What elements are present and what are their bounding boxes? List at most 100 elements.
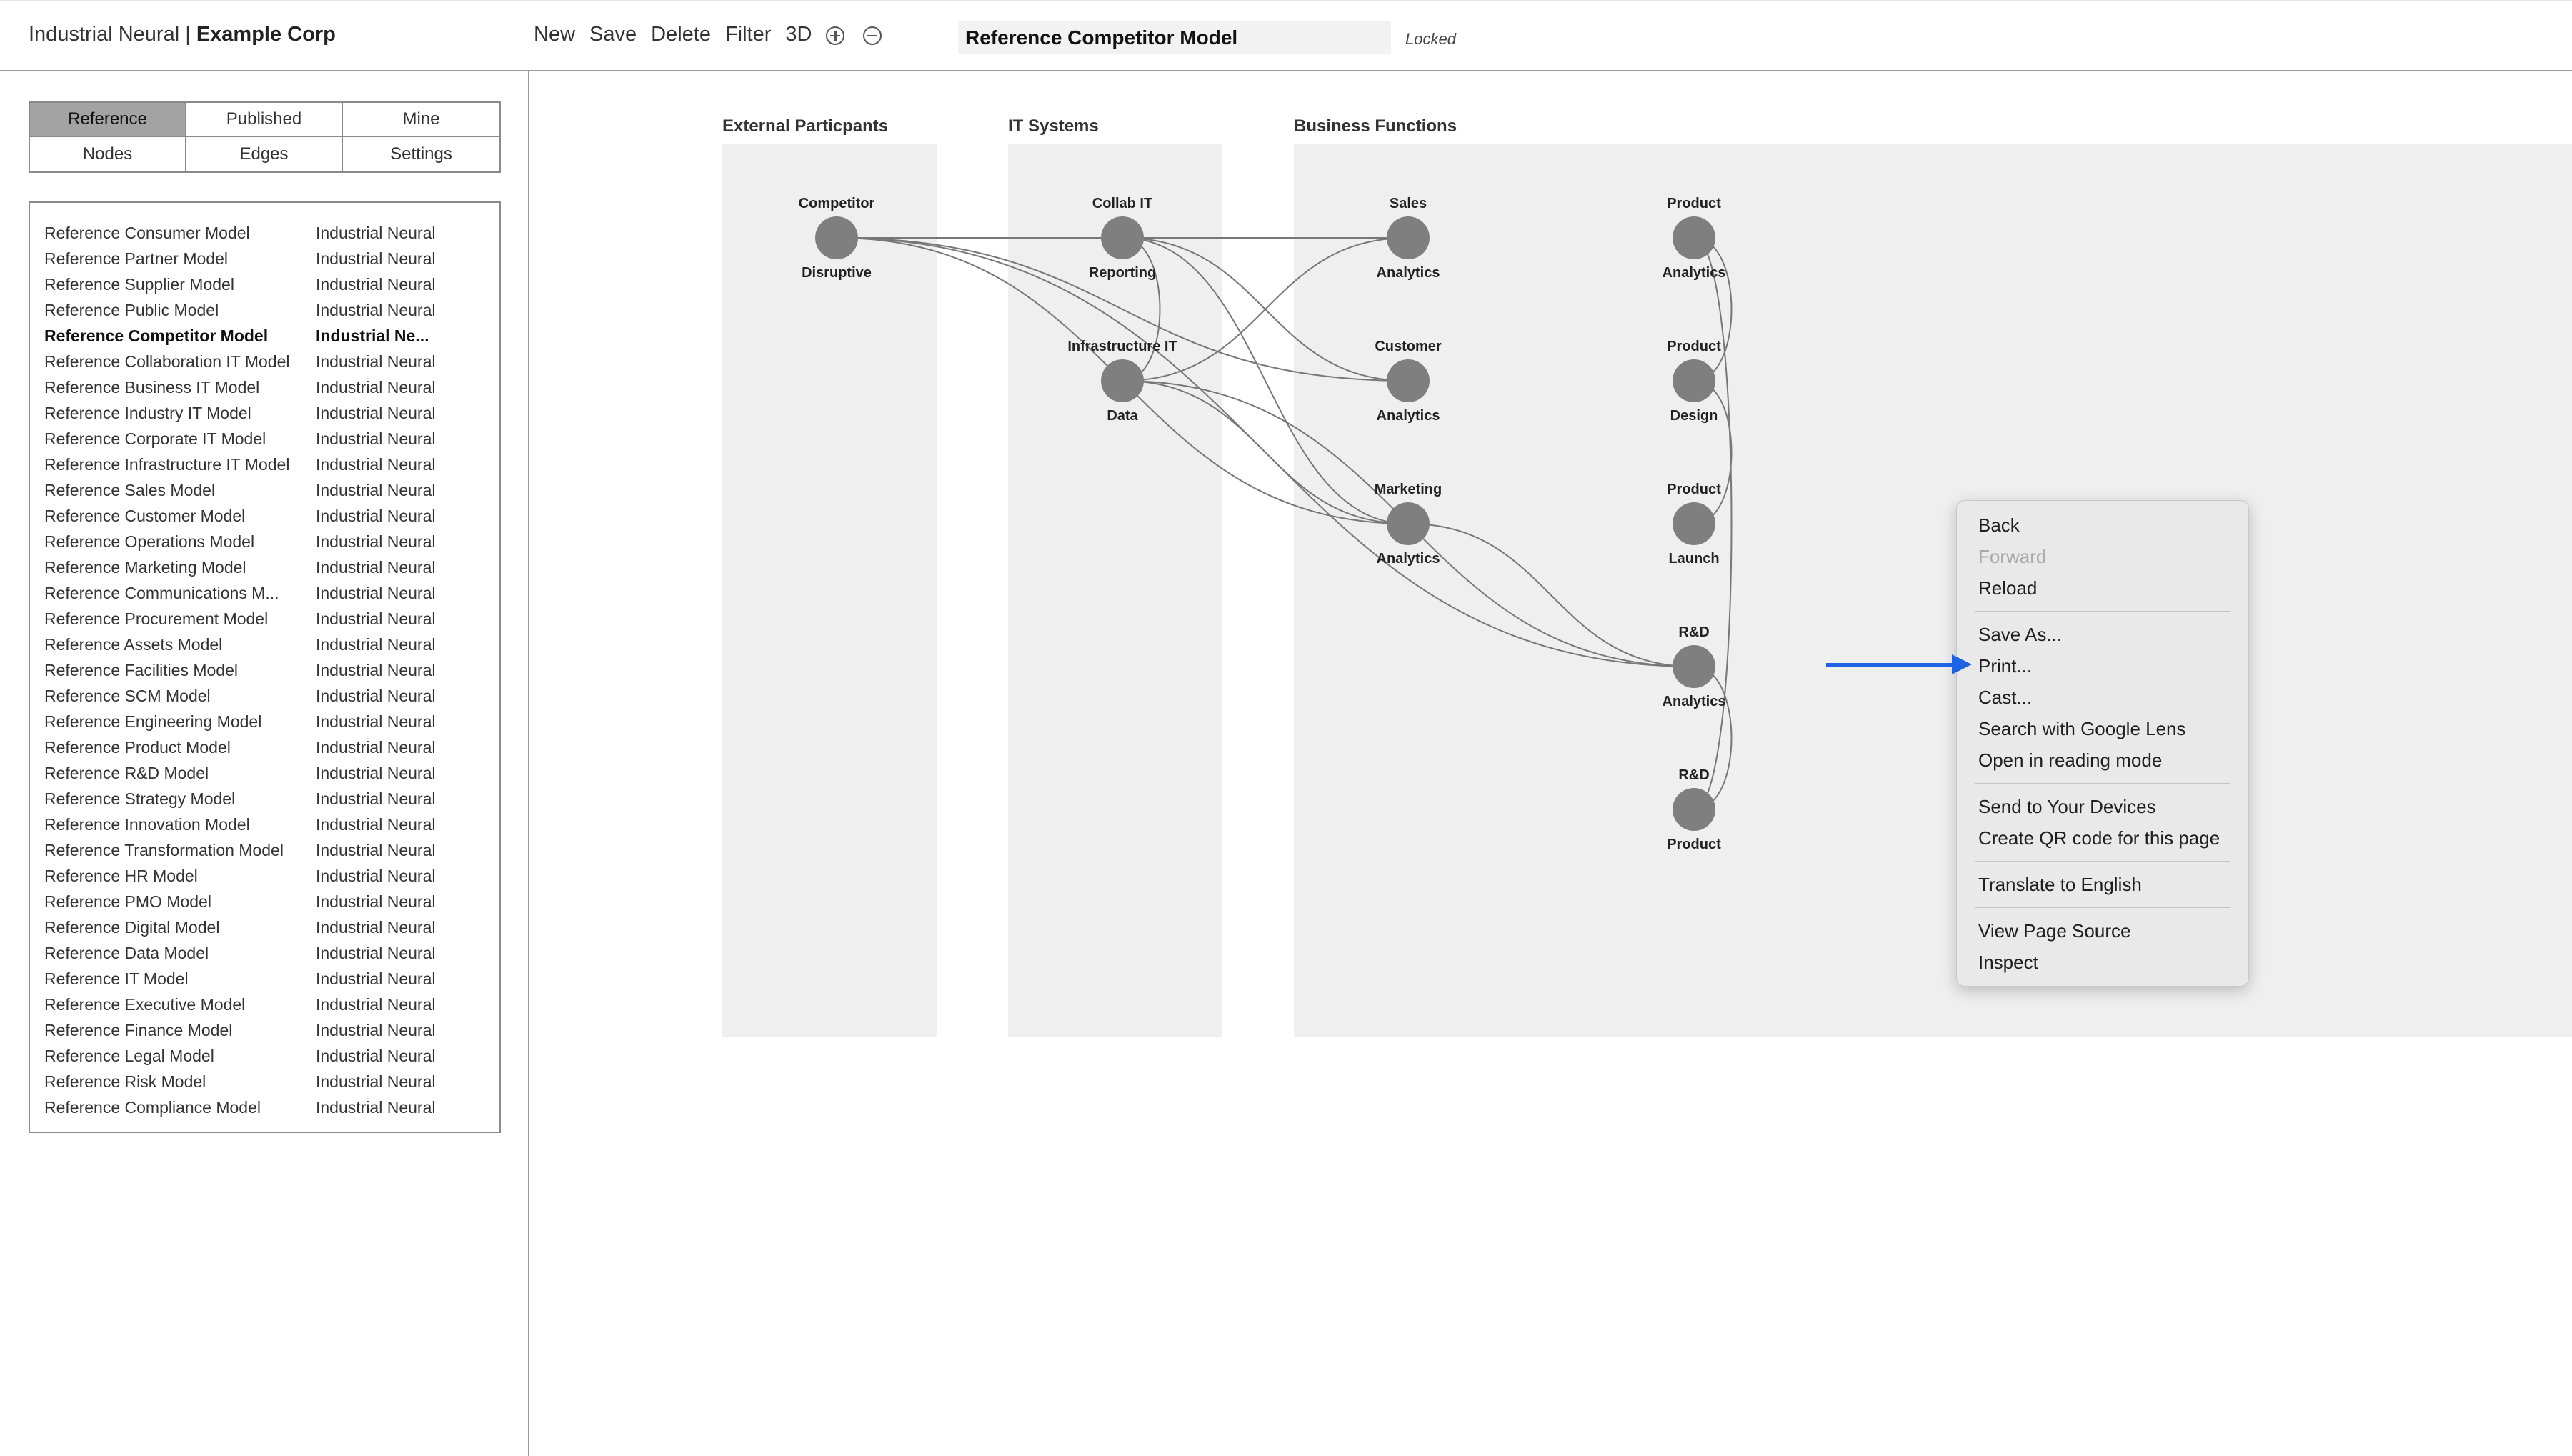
- tab-published[interactable]: Published: [186, 103, 343, 137]
- filter-button[interactable]: Filter: [724, 23, 772, 46]
- menu-item-open-in-reading-mode[interactable]: Open in reading mode: [1978, 749, 2163, 771]
- edge-competitor-customer[interactable]: [836, 237, 1409, 382]
- model-name: Reference Consumer Model: [44, 223, 250, 242]
- node-circle[interactable]: [1387, 359, 1430, 402]
- menu-item-back[interactable]: Back: [1978, 514, 2020, 536]
- tab-mine[interactable]: Mine: [343, 103, 499, 137]
- edge-prod_analytics-rd_product[interactable]: [1693, 237, 1733, 810]
- 3d-button[interactable]: 3D: [785, 23, 812, 46]
- model-owner: Industrial Neural: [316, 609, 436, 628]
- edge-marketing-rd_analytics[interactable]: [1407, 523, 1695, 667]
- new-button[interactable]: New: [534, 23, 576, 46]
- node-circle[interactable]: [1673, 645, 1715, 688]
- node-circle[interactable]: [1673, 216, 1715, 259]
- minus-circle-icon[interactable]: [863, 26, 882, 45]
- delete-button[interactable]: Delete: [651, 23, 711, 46]
- column-business-functions: [1294, 144, 2572, 1037]
- plus-circle-icon[interactable]: [826, 26, 845, 45]
- model-owner: Industrial Neural: [316, 866, 436, 885]
- menu-item-send-to-your-devices[interactable]: Send to Your Devices: [1978, 796, 2156, 817]
- tab-edges[interactable]: Edges: [186, 137, 343, 171]
- menu-item-cast[interactable]: Cast...: [1978, 687, 2033, 708]
- model-name: Reference Legal Model: [44, 1046, 214, 1065]
- tab-reference[interactable]: Reference: [30, 103, 186, 137]
- menu-item-inspect[interactable]: Inspect: [1978, 952, 2038, 973]
- menu-item-search-with-google-lens[interactable]: Search with Google Lens: [1978, 718, 2186, 739]
- menu-item-reload[interactable]: Reload: [1978, 577, 2038, 599]
- node-circle[interactable]: [1387, 502, 1430, 545]
- menu-item-translate-to-english[interactable]: Translate to English: [1978, 874, 2142, 895]
- tab-settings[interactable]: Settings: [390, 144, 452, 164]
- save-button[interactable]: Save: [589, 23, 637, 46]
- menu-item-create-qr-code-for-this-page[interactable]: Create QR code for this page: [1978, 827, 2220, 849]
- edge-collab-marketing[interactable]: [1122, 237, 1409, 524]
- tab-nodes[interactable]: Nodes: [30, 137, 186, 171]
- node-circle[interactable]: [815, 216, 858, 259]
- edge-infra-sales[interactable]: [1122, 237, 1409, 382]
- edge-infra-marketing[interactable]: [1122, 380, 1409, 524]
- menu-item-view-page-source[interactable]: View Page Source: [1978, 920, 2131, 942]
- node-circle[interactable]: [1673, 502, 1715, 545]
- model-owner: Industrial Neural: [316, 583, 436, 602]
- node-circle[interactable]: [1387, 216, 1430, 259]
- node-circle[interactable]: [1673, 788, 1715, 831]
- model-name: Reference Innovation Model: [44, 814, 250, 834]
- column-business-functions-label: Business Functions: [1294, 116, 1457, 136]
- model-owner: Industrial Neural: [316, 249, 436, 268]
- list-item[interactable]: Reference Communications M...Industrial …: [30, 580, 499, 606]
- node-circle[interactable]: [1101, 359, 1144, 402]
- model-name: Reference PMO Model: [44, 892, 211, 911]
- menu-item-save-as[interactable]: Save As...: [1978, 624, 2063, 645]
- node-circle[interactable]: [1101, 216, 1144, 259]
- node-circle[interactable]: [1673, 359, 1715, 402]
- menu-item-print[interactable]: Print...: [1978, 655, 2033, 677]
- model-title-field[interactable]: Reference Competitor Model: [958, 21, 1391, 54]
- model-owner: Industrial Neural: [316, 660, 436, 679]
